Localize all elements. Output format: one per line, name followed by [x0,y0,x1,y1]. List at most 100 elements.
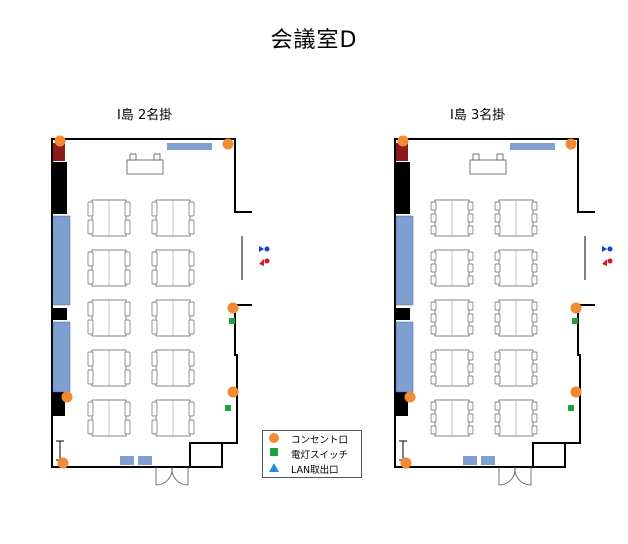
chair [430,263,437,273]
chair [188,351,195,367]
bench-top [510,143,555,150]
chair [531,375,538,385]
outlet-icon [565,138,577,150]
chair [87,351,94,367]
chair [151,419,158,435]
switch-icon [270,447,278,456]
chair [494,301,501,311]
chair [87,201,94,217]
outlet-icon [269,432,279,443]
outlet-icon [570,386,582,398]
chair [151,319,158,335]
chair [467,225,474,235]
chair [467,251,474,261]
wall-block [53,308,67,320]
chair [494,401,501,411]
legend-label: コンセント口 [291,434,349,446]
bench [52,215,71,306]
restroom-icon [259,259,264,266]
legend-item-lan: LAN取出口 [263,461,361,476]
chair [531,413,538,423]
chair [531,251,538,261]
chair [467,275,474,285]
bench [395,321,414,393]
restroom-icon [602,246,607,252]
chair [87,419,94,435]
chair [531,201,538,211]
outlet-icon [222,138,234,150]
chair [151,301,158,317]
chair [467,325,474,335]
outlet-icon [227,386,239,398]
chair [124,251,131,267]
bench-bottom [463,456,477,465]
bench [395,215,414,306]
chair [494,351,501,361]
chair [531,363,538,373]
chair [430,375,437,385]
chair [87,401,94,417]
chair [494,425,501,435]
bench-bottom [120,456,134,465]
chair [124,269,131,285]
chair [188,319,195,335]
chair [494,363,501,373]
chair [467,213,474,223]
chair [151,201,158,217]
chair [467,375,474,385]
chair [494,263,501,273]
bench [52,321,71,393]
lectern-detail [472,153,480,161]
page-title: 会議室D [270,28,358,53]
chair [467,413,474,423]
chair [124,419,131,435]
chair [124,319,131,335]
chair [467,363,474,373]
chair [124,351,131,367]
chair [430,225,437,235]
cabinet [396,143,408,161]
restroom-icon [607,258,613,264]
chair [124,219,131,235]
chair [494,325,501,335]
restroom-icon [607,246,613,252]
chair [430,401,437,411]
outlet-icon [570,302,582,314]
switch-icon [568,405,574,411]
chair [467,401,474,411]
chair [188,251,195,267]
room-wall [394,138,595,468]
legend-label: LAN取出口 [291,464,339,476]
bench-bottom [481,456,495,465]
cabinet [53,143,65,161]
chair [494,213,501,223]
chair [188,219,195,235]
chair [467,201,474,211]
outlet-icon [61,391,73,403]
chair [467,351,474,361]
plan-label-right: I島 3名掛 [450,108,506,123]
switch-icon [229,318,235,324]
chair [430,325,437,335]
chair [531,301,538,311]
chair [494,275,501,285]
lectern [469,159,507,175]
lectern-detail [153,153,161,161]
chair [188,269,195,285]
door-swing-icon [498,466,516,486]
room-wall [51,138,252,468]
chair [467,313,474,323]
chair [124,201,131,217]
chair [188,419,195,435]
switch-icon [225,405,231,411]
outlet-icon [404,391,416,403]
chair [87,369,94,385]
chair [430,313,437,323]
chair [430,251,437,261]
wall-block [396,308,410,320]
restroom-icon [264,258,270,264]
chair [430,213,437,223]
chair [494,413,501,423]
door-swing-icon [514,466,532,486]
chair [87,319,94,335]
